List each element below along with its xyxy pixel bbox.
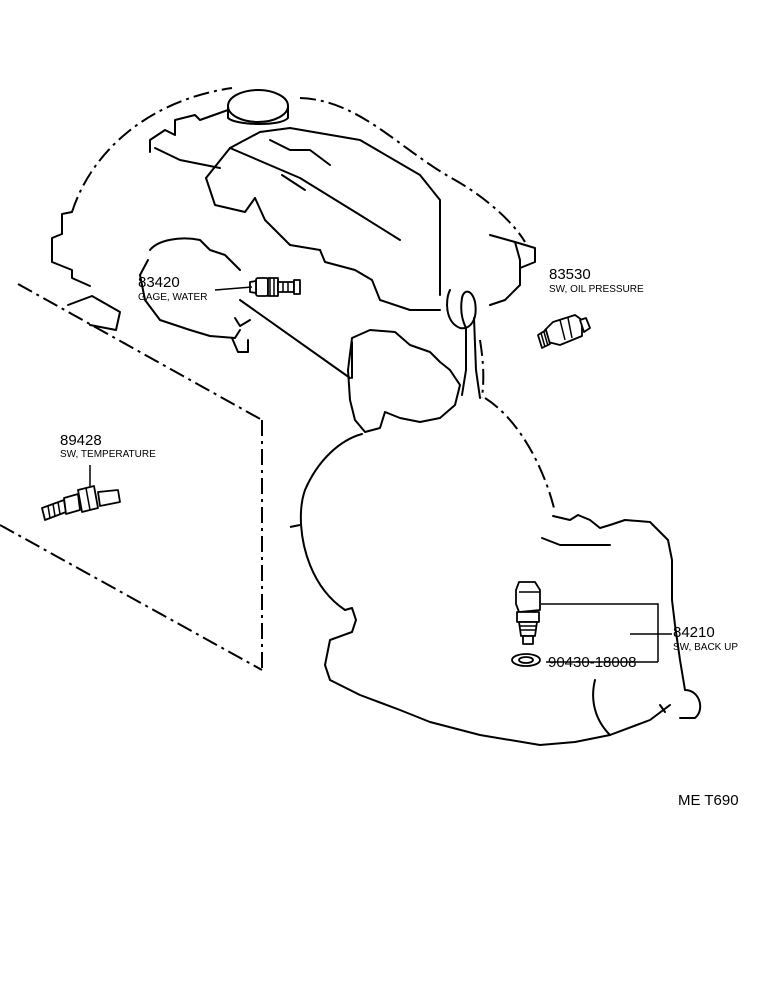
part-number-89428: 89428 <box>60 432 102 449</box>
diagram-code: ME T690 <box>678 792 739 809</box>
part-label-89428: 89428 SW, TEMPERATURE <box>60 432 156 460</box>
cylinder-head <box>51 89 536 311</box>
part-name-83530: SW, OIL PRESSURE <box>549 284 644 295</box>
gasket-icon[interactable] <box>511 653 541 667</box>
water-gage-sender-icon[interactable] <box>249 277 301 297</box>
oil-pressure-switch-icon[interactable] <box>537 314 591 349</box>
water-gage-leader <box>214 286 253 291</box>
engine-lower-block <box>67 237 351 379</box>
part-name-84210: SW, BACK UP <box>673 642 738 653</box>
part-label-84210: 84210 SW, BACK UP <box>673 624 738 653</box>
back-up-switch-icon[interactable] <box>515 581 541 645</box>
transmission-case <box>299 289 702 746</box>
temperature-switch-icon[interactable] <box>41 485 121 521</box>
part-number-84210: 84210 <box>673 624 715 641</box>
part-label-90430-18008: 90430-18008 <box>548 654 636 671</box>
part-number-90430-18008: 90430-18008 <box>548 654 636 671</box>
engine-block-outline <box>0 87 556 671</box>
part-label-83420: 83420 GAGE, WATER <box>138 274 207 303</box>
part-name-83420: GAGE, WATER <box>138 292 207 303</box>
back-up-switch-leader <box>541 603 672 663</box>
part-number-83420: 83420 <box>138 274 180 291</box>
part-label-83530: 83530 SW, OIL PRESSURE <box>549 266 644 295</box>
part-name-89428: SW, TEMPERATURE <box>60 449 156 460</box>
part-number-83530: 83530 <box>549 266 591 283</box>
